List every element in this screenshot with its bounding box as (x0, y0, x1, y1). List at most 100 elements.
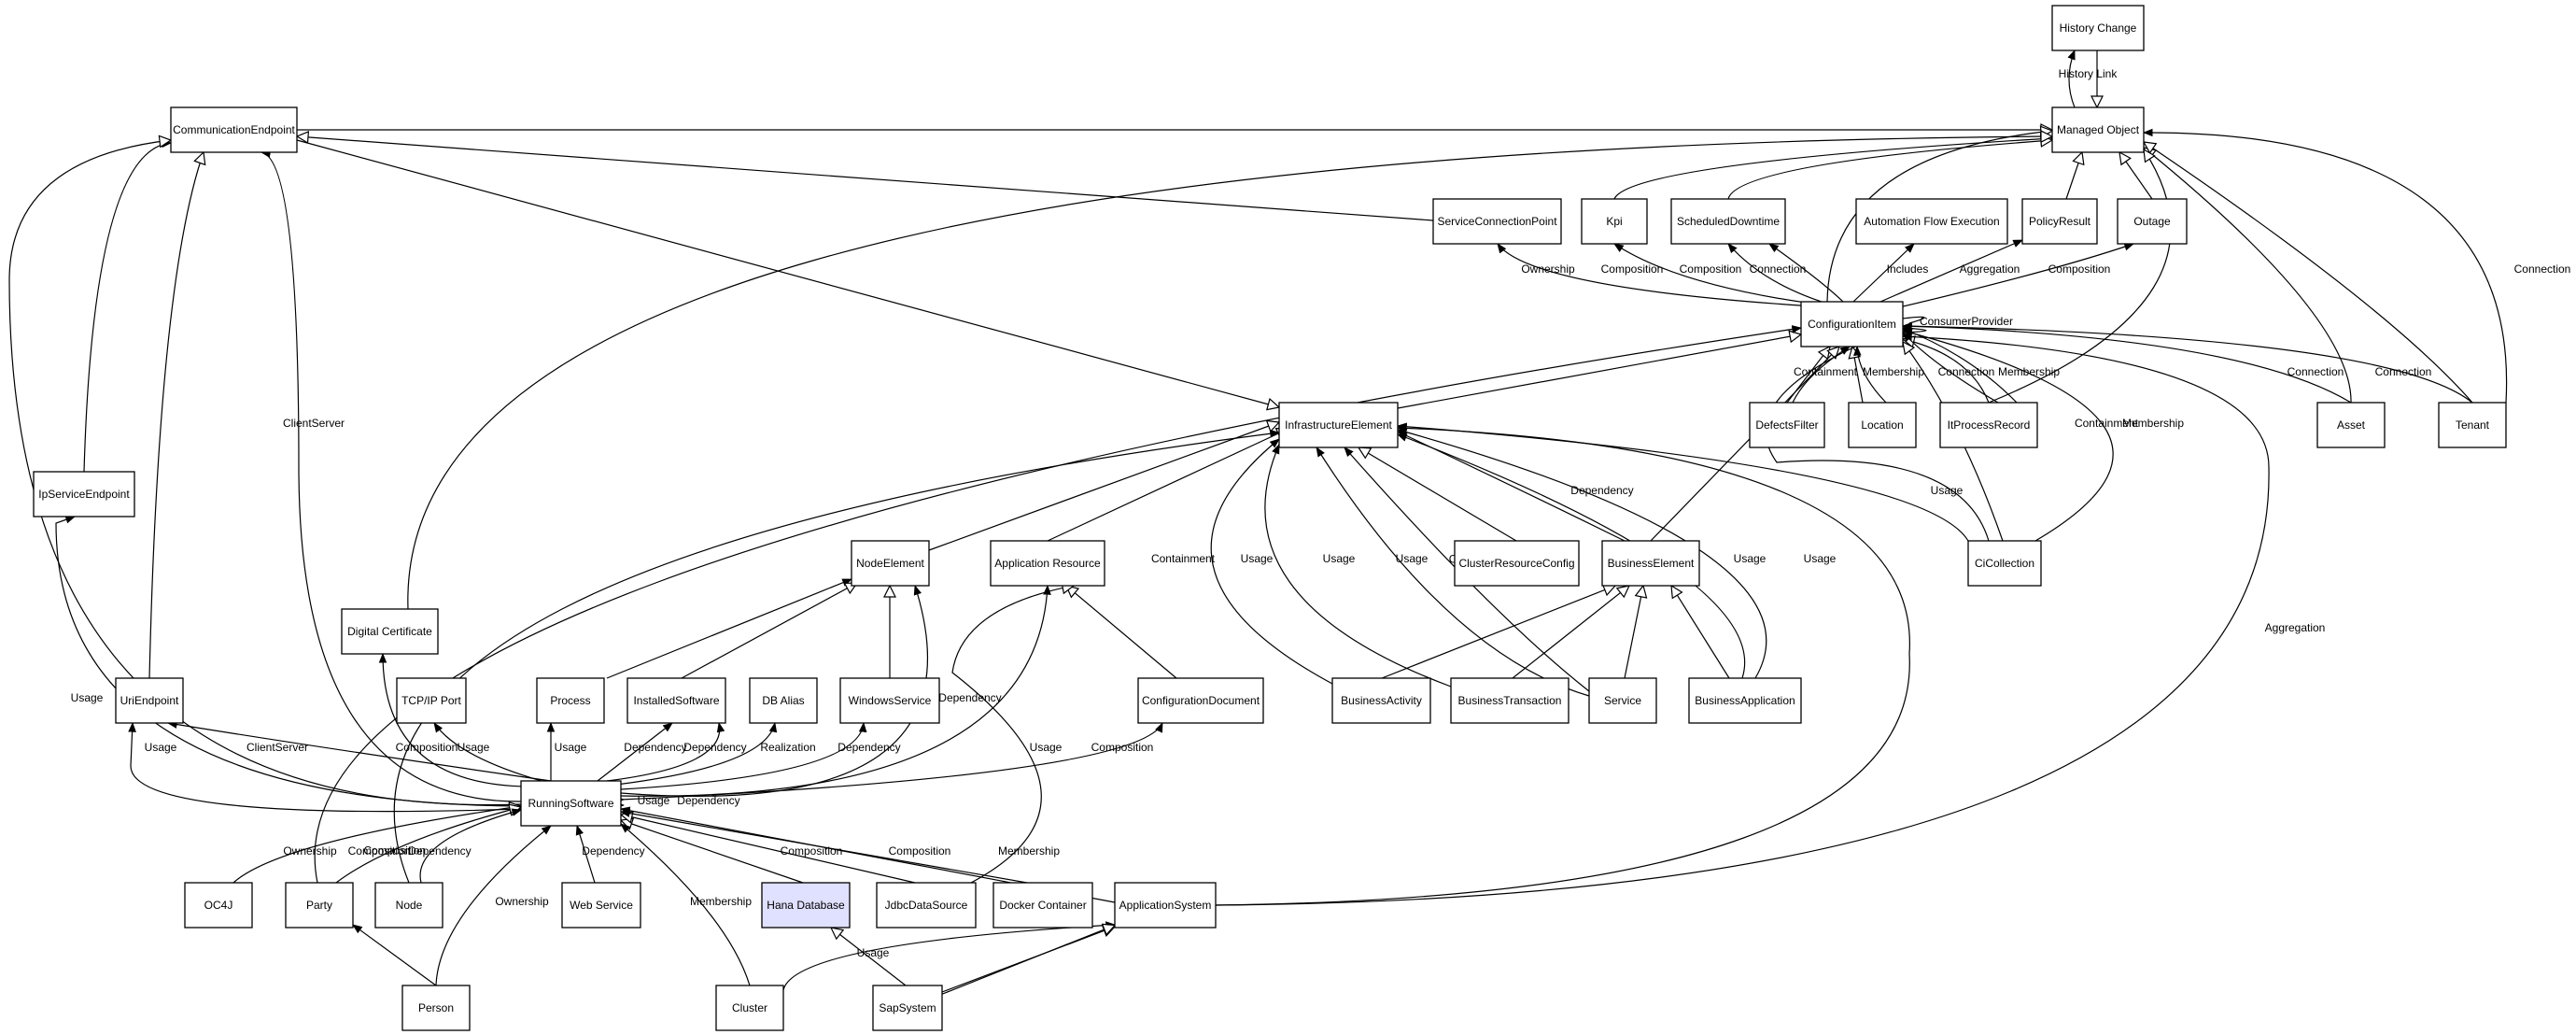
edge-label: Membership (690, 895, 752, 908)
edge-label: Usage (1734, 552, 1767, 565)
node-box (2117, 198, 2188, 245)
node-scheduled-downtime[interactable]: ScheduledDowntime (1670, 198, 1786, 245)
edge-running-software-to-db-alias (620, 721, 867, 790)
node-box (839, 677, 940, 724)
node-service-connection-point[interactable]: ServiceConnectionPoint (1432, 198, 1562, 245)
node-label: ConfigurationDocument (1142, 694, 1260, 707)
edge-label: Connection (2375, 365, 2432, 378)
node-node-element[interactable]: NodeElement (851, 540, 930, 587)
node-business-element[interactable]: BusinessElement (1601, 540, 1700, 587)
node-installed-software[interactable]: InstalledSoftware (626, 677, 726, 724)
edge-application-resource-to-infrastructure-element (1047, 429, 1288, 542)
edge-running-software-to-uri-endpoint (378, 652, 528, 787)
edge-windows-service-to-node-element (1066, 586, 1177, 679)
node-web-service[interactable]: Web Service (561, 882, 641, 929)
edge-label: Membership (2122, 417, 2184, 430)
edge-tenant-to-managed-object (2144, 142, 2473, 404)
node-label: Digital Certificate (347, 625, 432, 638)
node-windows-service[interactable]: WindowsService (839, 677, 940, 724)
edge-policy-result-to-managed-object (2065, 152, 2082, 200)
node-tenant[interactable]: Tenant (2438, 402, 2507, 448)
node-docker-container[interactable]: Docker Container (992, 882, 1093, 929)
edge-service-to-infrastructure-element (1344, 447, 1590, 692)
node-box (1688, 677, 1802, 724)
node-service[interactable]: Service (1588, 677, 1657, 724)
node-oc4j[interactable]: OC4J (184, 882, 253, 929)
edge-label: Dependency (677, 794, 739, 807)
node-automation-flow-execution[interactable]: Automation Flow Execution (1855, 198, 2008, 245)
node-ci-collection[interactable]: CiCollection (1967, 540, 2042, 587)
edge-label: Dependency (582, 844, 644, 858)
edge-business-application-to-infrastructure-element (1210, 438, 1333, 685)
node-application-system[interactable]: ApplicationSystem (1114, 882, 1217, 929)
edge-label: Dependency (408, 844, 471, 858)
node-business-application[interactable]: BusinessApplication (1688, 677, 1802, 724)
node-label: Automation Flow Execution (1864, 215, 1999, 228)
edge-label: History Link (2059, 67, 2119, 80)
node-ip-service-endpoint[interactable]: IpServiceEndpoint (33, 471, 135, 518)
edge-running-software-to-digital-certificate (433, 722, 542, 782)
node-running-software[interactable]: RunningSoftware (520, 780, 622, 827)
edge-label: Membership (1863, 365, 1924, 378)
edge-itprocess-record-to-configuration-item (1903, 339, 1990, 404)
edge-label: Containment (2075, 417, 2139, 430)
node-business-activity[interactable]: BusinessActivity (1331, 677, 1431, 724)
edge-managed-object-to-history-change (2067, 49, 2076, 108)
node-history-change[interactable]: History Change (2051, 5, 2145, 51)
node-defects-filter[interactable]: DefectsFilter (1749, 402, 1825, 448)
node-label: History Change (2060, 21, 2137, 35)
edge-label: Membership (998, 844, 1060, 858)
node-cluster-resource-config[interactable]: ClusterResourceConfig (1454, 540, 1580, 587)
node-db-alias[interactable]: DB Alias (749, 677, 818, 724)
node-box (761, 882, 851, 929)
edge-configuration-item-to-scheduled-downtime (1768, 243, 1844, 303)
node-cluster[interactable]: Cluster (715, 985, 784, 1031)
node-asset[interactable]: Asset (2316, 402, 2386, 448)
node-sap-system[interactable]: SapSystem (872, 985, 943, 1031)
node-application-resource[interactable]: Application Resource (990, 540, 1105, 587)
node-infrastructure-element[interactable]: InfrastructureElement (1278, 402, 1399, 448)
edge-uri-endpoint-to-communication-endpoint (8, 140, 522, 806)
edge-running-software-to-installed-software (615, 721, 778, 786)
edge-node-element-to-infrastructure-element (928, 422, 1279, 551)
node-label: Application Resource (994, 557, 1101, 570)
node-configuration-document[interactable]: ConfigurationDocument (1137, 677, 1264, 724)
node-outage[interactable]: Outage (2117, 198, 2188, 245)
node-digital-certificate[interactable]: Digital Certificate (341, 608, 439, 655)
node-label: Docker Container (999, 899, 1086, 912)
node-configuration-item[interactable]: ConfigurationItem (1800, 301, 1904, 347)
node-location[interactable]: Location (1848, 402, 1917, 448)
edge-node-to-infrastructure-element (83, 139, 173, 473)
node-uri-endpoint[interactable]: UriEndpoint (115, 677, 184, 724)
edge-ip-service-endpoint-to-communication-endpoint (148, 152, 204, 679)
node-itprocess-record[interactable]: ItProcessRecord (1939, 402, 2038, 448)
node-label: ClusterResourceConfig (1458, 557, 1574, 570)
node-tcpip-port[interactable]: TCP/IP Port (396, 677, 467, 724)
node-jdbc-data-source[interactable]: JdbcDataSource (876, 882, 977, 929)
node-person[interactable]: Person (401, 985, 471, 1031)
edge-running-software-to-installed-software (606, 721, 725, 782)
node-box (2438, 402, 2507, 448)
edge-running-software-to-ip-service-endpoint (128, 721, 522, 813)
node-party[interactable]: Party (285, 882, 354, 929)
edge-label: Composition (1091, 741, 1154, 754)
node-managed-object[interactable]: Managed Object (2051, 106, 2145, 153)
node-box (626, 677, 726, 724)
edge-label: Ownership (1521, 262, 1575, 276)
node-policy-result[interactable]: PolicyResult (2021, 198, 2098, 245)
node-box (1331, 677, 1431, 724)
edge-label: Usage (1931, 484, 1964, 497)
node-node[interactable]: Node (374, 882, 443, 929)
node-kpi[interactable]: Kpi (1581, 198, 1648, 245)
edge-running-software-to-running-software (606, 578, 853, 679)
edge-service-to-infrastructure-element (1215, 424, 1910, 906)
edge-label: Usage (1396, 552, 1429, 565)
node-box (1601, 540, 1700, 587)
node-hana-database[interactable]: Hana Database (761, 882, 851, 929)
node-communication-endpoint[interactable]: CommunicationEndpoint (170, 106, 298, 153)
node-process[interactable]: Process (536, 677, 605, 724)
node-business-transaction[interactable]: BusinessTransaction (1450, 677, 1570, 724)
edge-label: Composition (348, 844, 411, 858)
node-label: Location (1861, 418, 1903, 432)
edge-tenant-to-managed-object (2142, 128, 2508, 404)
